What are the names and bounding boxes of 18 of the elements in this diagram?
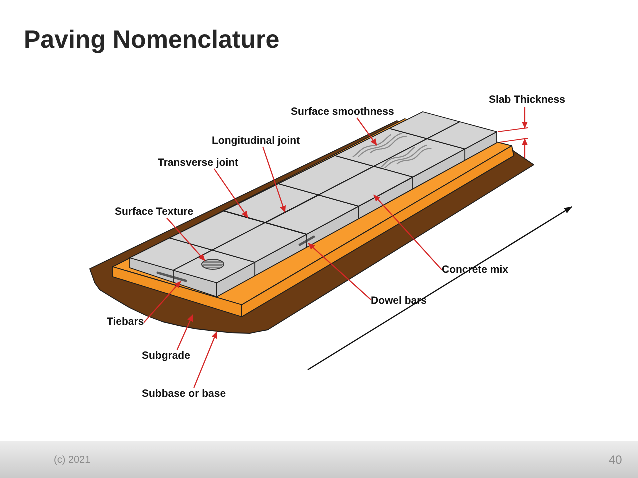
page-number: 40 [609, 453, 622, 467]
callout-label: Tiebars [107, 316, 144, 328]
callout-label: Surface smoothness [291, 106, 394, 118]
callout-label: Subbase or base [142, 388, 226, 400]
leader-line [262, 146, 286, 214]
leader-line [356, 118, 378, 146]
leader-line [374, 194, 442, 270]
copyright-note: (c) 2021 [54, 455, 91, 467]
callout-label: Subgrade [142, 350, 190, 362]
leader-line [308, 243, 372, 300]
dimension-label: Slab Thickness [489, 94, 566, 106]
callout-label: Longitudinal joint [212, 135, 300, 147]
slide-title: Paving Nomenclature [24, 25, 280, 55]
callout-label: Transverse joint [158, 157, 239, 169]
leader-line [176, 314, 194, 350]
leader-line [194, 332, 218, 388]
leader-line [214, 168, 249, 218]
callout-label: Surface Texture [115, 206, 194, 218]
